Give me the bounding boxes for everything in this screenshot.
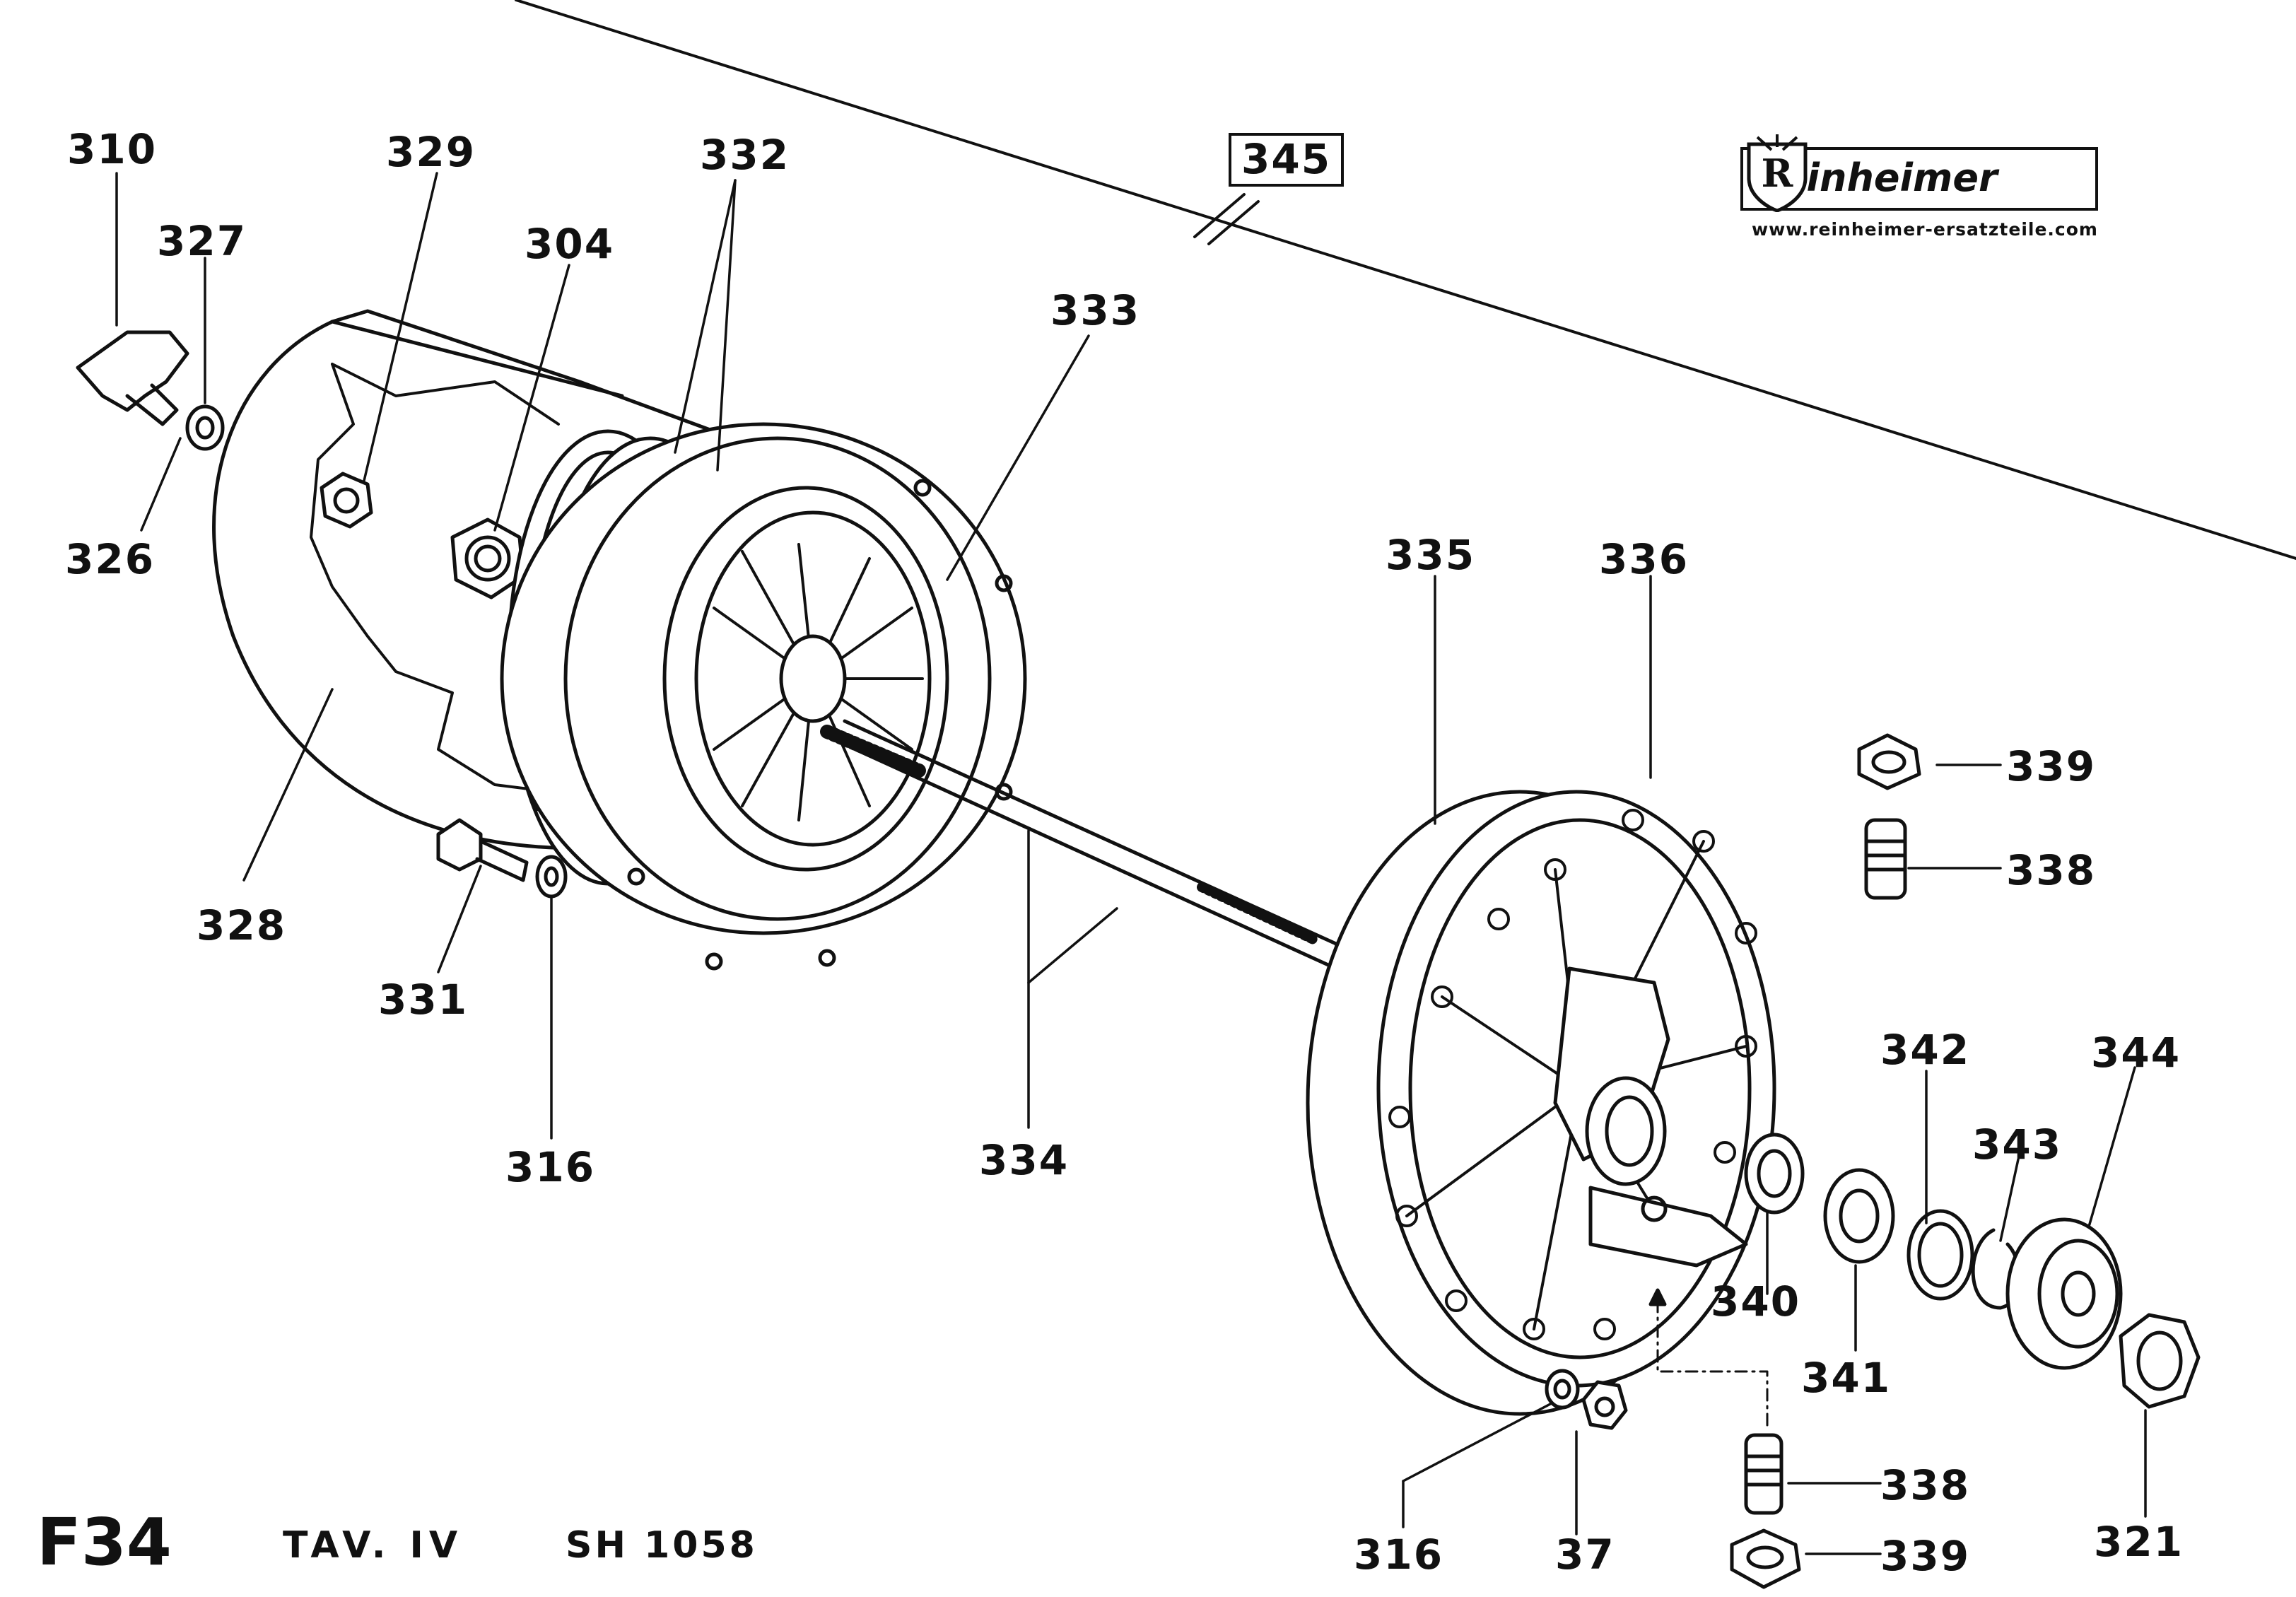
part-label-327: 327 <box>157 217 247 265</box>
nut-339-bottom <box>1730 1528 1801 1589</box>
part-label-310: 310 <box>67 125 158 173</box>
brake-backplate <box>1306 790 1776 1416</box>
break-mark <box>1193 193 1246 238</box>
sheet-number: SH 1058 <box>566 1524 758 1567</box>
seal-341 <box>1823 1168 1895 1264</box>
ring-342 <box>1906 1209 1974 1301</box>
nut-37 <box>1581 1380 1628 1430</box>
part-label-340: 340 <box>1711 1277 1801 1326</box>
part-label-338-bottom: 338 <box>1880 1461 1971 1509</box>
figure-code: F34 <box>37 1504 172 1580</box>
washer-316-bottom <box>1545 1369 1580 1410</box>
hub-344 <box>2005 1217 2123 1370</box>
part-label-37: 37 <box>1555 1531 1615 1579</box>
brand-shield-icon: R <box>1747 134 1808 212</box>
part-label-332: 332 <box>700 131 790 179</box>
brake-drum <box>500 422 1027 971</box>
part-label-338-top: 338 <box>2006 846 2097 894</box>
bushing-340 <box>1744 1133 1805 1215</box>
bleeder-338-top <box>1864 818 1907 900</box>
part-label-333: 333 <box>1050 286 1141 334</box>
svg-text:R: R <box>1762 151 1794 196</box>
washer-316-left <box>535 855 568 899</box>
part-label-326: 326 <box>65 535 156 583</box>
brand-logo: Reinheimer R <box>1740 134 2098 212</box>
leader-lines <box>115 172 2147 1555</box>
part-label-321: 321 <box>2094 1518 2184 1566</box>
part-label-329: 329 <box>386 128 476 176</box>
nut-329 <box>320 472 373 529</box>
sheet-divider-line <box>515 0 2296 560</box>
part-label-344: 344 <box>2091 1029 2181 1077</box>
part-label-339-bottom: 339 <box>1880 1532 1971 1580</box>
bleeder-338-bottom <box>1648 1288 1784 1515</box>
part-label-335: 335 <box>1386 531 1476 579</box>
part-label-339-top: 339 <box>2006 742 2097 790</box>
part-label-304: 304 <box>525 220 615 268</box>
table-number: TAV. IV <box>283 1524 464 1567</box>
part-label-343: 343 <box>1972 1121 2063 1169</box>
brand-url: www.reinheimer-ersatzteile.com <box>1752 219 2098 240</box>
part-label-336: 336 <box>1599 535 1689 583</box>
part-label-334: 334 <box>979 1136 1070 1184</box>
part-label-316-left: 316 <box>505 1143 596 1191</box>
break-mark <box>1207 200 1260 245</box>
part-label-316-bottom: 316 <box>1354 1531 1444 1579</box>
nut-304 <box>450 517 525 599</box>
part-label-328: 328 <box>197 901 287 949</box>
assembly-ref-box: 345 <box>1229 133 1345 187</box>
bolt-331 <box>436 818 529 882</box>
part-label-342: 342 <box>1880 1026 1971 1074</box>
axle-shaft <box>820 719 1345 971</box>
nut-321 <box>2119 1313 2201 1409</box>
part-label-331: 331 <box>378 976 469 1024</box>
nut-339-top <box>1857 733 1921 790</box>
part-label-341: 341 <box>1801 1354 1892 1402</box>
elbow-fitting <box>76 330 225 451</box>
